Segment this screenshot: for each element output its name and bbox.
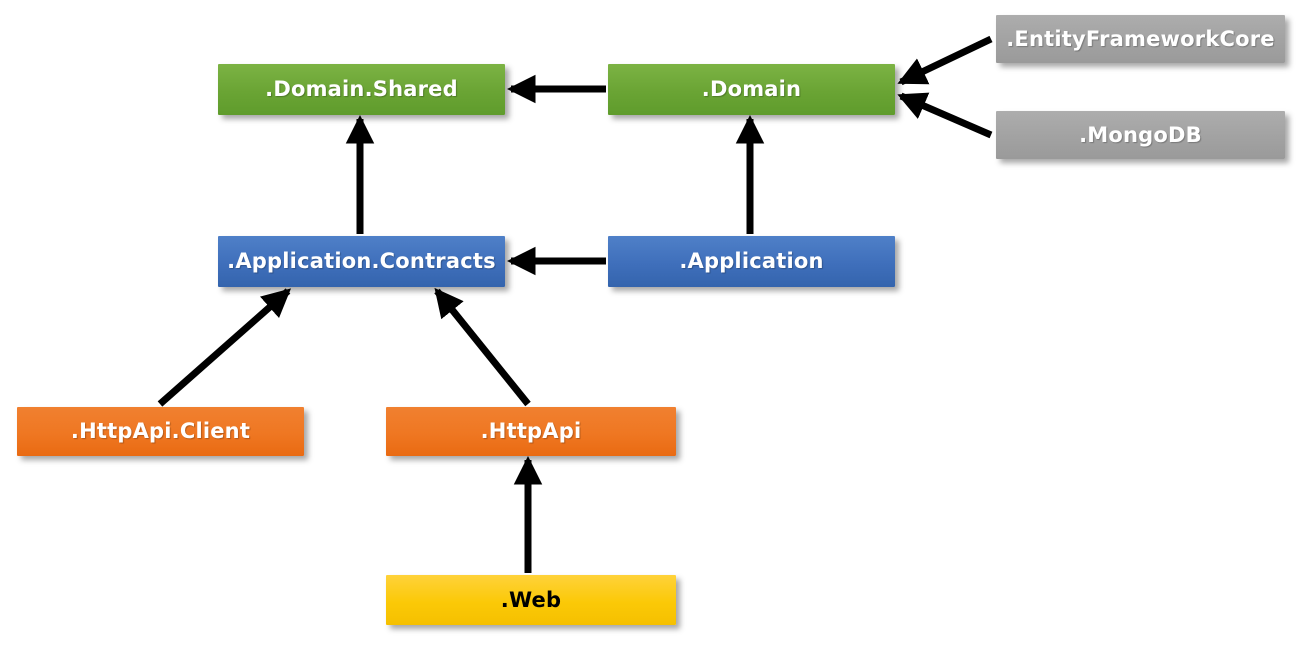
edge-mongodb-to-domain xyxy=(897,92,993,139)
node-label-web: .Web xyxy=(500,587,562,612)
node-label-application: .Application xyxy=(679,249,824,273)
node-label-entityframeworkcore: .EntityFrameworkCore xyxy=(1006,26,1275,51)
node-label-domain-shared: .Domain.Shared xyxy=(265,77,458,101)
node-domain[interactable]: .Domain xyxy=(608,64,895,115)
edge-httpapi-to-application-contracts xyxy=(434,287,531,407)
node-httpapi[interactable]: .HttpApi xyxy=(386,407,676,456)
node-application-contracts[interactable]: .Application.Contracts xyxy=(218,236,505,287)
edge-entityframeworkcore-to-domain xyxy=(897,35,993,86)
node-label-httpapi-client: .HttpApi.Client xyxy=(70,419,251,443)
node-entityframeworkcore[interactable]: .EntityFrameworkCore xyxy=(996,15,1285,63)
edge-httpapi-client-to-application-contracts xyxy=(157,288,292,407)
node-label-application-contracts: .Application.Contracts xyxy=(227,249,496,273)
node-domain-shared[interactable]: .Domain.Shared xyxy=(218,64,505,115)
node-httpapi-client[interactable]: .HttpApi.Client xyxy=(17,407,304,456)
edge-group xyxy=(157,35,993,573)
node-application[interactable]: .Application xyxy=(608,236,895,287)
node-mongodb[interactable]: .MongoDB xyxy=(996,111,1285,159)
node-label-httpapi: .HttpApi xyxy=(480,419,582,443)
node-label-mongodb: .MongoDB xyxy=(1079,122,1202,147)
node-label-domain: .Domain xyxy=(701,77,802,101)
node-web[interactable]: .Web xyxy=(386,575,676,625)
